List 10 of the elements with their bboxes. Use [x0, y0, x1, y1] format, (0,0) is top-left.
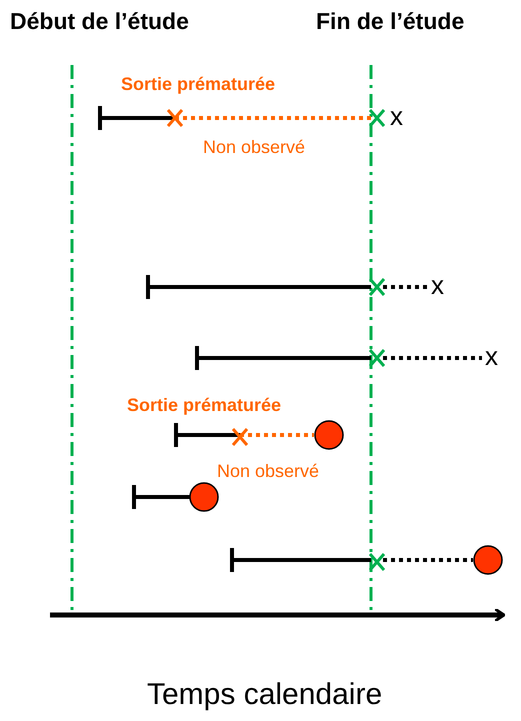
- annotation-text: Non observé: [217, 462, 320, 480]
- event-mark: x: [431, 272, 444, 298]
- axis-title: Temps calendaire: [147, 680, 382, 710]
- axis-heading: Fin de l’étude: [316, 10, 464, 33]
- annotation-text: Sortie prématurée: [121, 75, 276, 93]
- annotation-text: Non observé: [203, 138, 306, 156]
- event-mark: x: [485, 343, 498, 369]
- axis-heading: Début de l’étude: [10, 10, 189, 33]
- event-mark: x: [390, 103, 403, 129]
- annotation-text: Sortie prématurée: [127, 396, 282, 414]
